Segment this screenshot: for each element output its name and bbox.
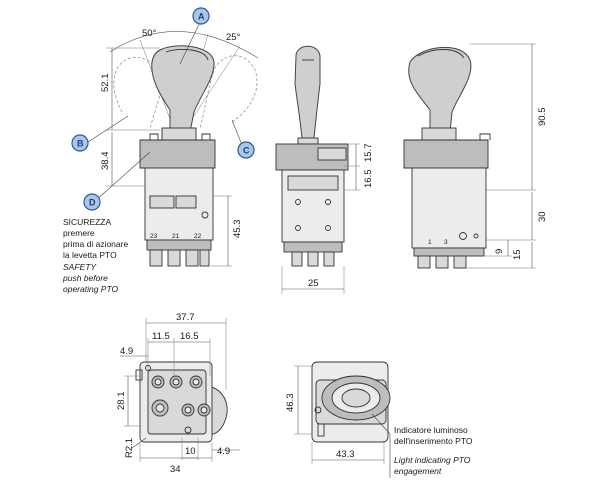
right-lever: [408, 46, 472, 133]
lever-ghost-right: [199, 55, 258, 129]
dim-15-7: 15.7: [363, 144, 374, 163]
svg-text:Indicatore luminoso: Indicatore luminoso: [394, 425, 468, 435]
side-view-left: 23 21 22 52.1 38.4 45.3 50° 25° A B C D …: [62, 7, 259, 294]
angle-50: 50°: [142, 28, 157, 39]
dim-37-7: 37.7: [176, 312, 195, 323]
callout-b: [71, 134, 89, 152]
callout-c: [237, 141, 255, 159]
dim-38-4: 38.4: [100, 152, 111, 171]
right-body: [411, 167, 487, 249]
top-block: [139, 139, 216, 169]
svg-text:premere: premere: [63, 228, 95, 238]
svg-text:SAFETY: SAFETY: [63, 262, 97, 272]
top-view: 37.7 11.5 16.5 4.9 28.1 R2.1 34 10 4.9: [116, 312, 240, 475]
safety-note: SICUREZZA premere prima di azionare la l…: [62, 217, 128, 294]
indicator-view: 46.3 43.3 Indicatore luminoso dell'inser…: [285, 361, 473, 478]
right-top-block: [403, 139, 489, 169]
lever-ghost-left: [113, 57, 161, 129]
dim-34: 34: [170, 464, 181, 475]
lever-collar: [161, 127, 197, 141]
dim-30: 30: [537, 211, 548, 222]
svg-text:Light indicating PTO: Light indicating PTO: [394, 455, 471, 465]
dim-90-5: 90.5: [537, 108, 548, 127]
dim-52-1: 52.1: [100, 74, 111, 93]
svg-text:prima di azionare: prima di azionare: [63, 239, 128, 249]
callout-a: [192, 7, 210, 25]
dim-10: 10: [185, 446, 196, 457]
dim-4-9-bottom: 4.9: [217, 446, 230, 457]
dim-15: 15: [512, 249, 523, 260]
angle-25: 25°: [226, 32, 241, 43]
svg-text:SICUREZZA: SICUREZZA: [63, 217, 112, 227]
dim-9: 9: [494, 249, 505, 254]
dim-16-5: 16.5: [363, 170, 374, 189]
dim-11-5: 11.5: [152, 331, 170, 342]
pin-label-22: 22: [194, 233, 202, 240]
swing-arc: [109, 31, 259, 59]
dim-45-3: 45.3: [232, 220, 243, 239]
pin-label-3: 3: [444, 239, 448, 246]
callout-d-label: D: [89, 198, 96, 208]
callout-b-label: B: [77, 139, 84, 149]
svg-text:dell'inserimento PTO: dell'inserimento PTO: [394, 436, 473, 446]
front-view: 25 15.7 16.5: [275, 45, 374, 294]
front-lever: [294, 45, 321, 139]
indicator-note: Indicatore luminoso dell'inserimento PTO…: [394, 425, 473, 476]
pin-label-23: 23: [150, 233, 158, 240]
svg-text:push before: push before: [62, 273, 108, 283]
callout-c-label: C: [243, 146, 250, 156]
callout-d: [83, 193, 101, 211]
dim-r2-1: R2.1: [124, 438, 135, 458]
dim-16-5-top: 16.5: [180, 331, 199, 342]
svg-text:operating PTO: operating PTO: [63, 284, 119, 294]
svg-text:la levetta PTO: la levetta PTO: [63, 250, 117, 260]
dim-46-3: 46.3: [285, 394, 296, 413]
pin-label-1: 1: [428, 239, 432, 246]
svg-text:engagement: engagement: [394, 466, 442, 476]
dim-4-9-top: 4.9: [120, 346, 133, 357]
callout-a-label: A: [198, 12, 205, 22]
lever-knob: [151, 45, 215, 133]
side-view-right: 1 3 90.5 30 9 15: [403, 43, 548, 269]
dim-28-1: 28.1: [116, 392, 127, 411]
dim-43-3: 43.3: [336, 449, 355, 460]
dim-25: 25: [308, 278, 319, 289]
pin-label-21: 21: [172, 233, 180, 240]
